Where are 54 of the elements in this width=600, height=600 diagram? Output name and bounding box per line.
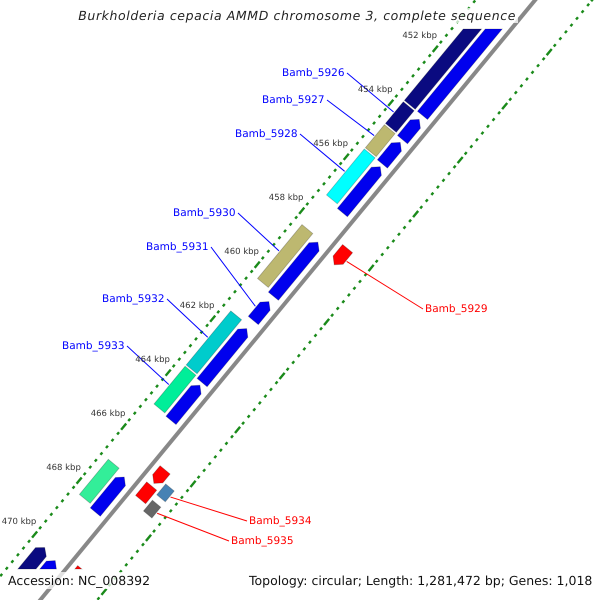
scale-label: 468 kbp	[46, 462, 81, 473]
leader-line	[210, 246, 256, 307]
gene-feature	[268, 242, 320, 301]
gene-bar	[153, 366, 196, 414]
gene-label: Bamb_5927	[262, 94, 325, 106]
leader-line	[156, 512, 230, 542]
scale-label: 456 kbp	[313, 139, 348, 150]
gene-feature	[17, 547, 47, 570]
gene-label: Bamb_5933	[62, 340, 125, 352]
leader-line	[170, 496, 248, 522]
gene-feature	[336, 166, 382, 218]
leader-line	[300, 134, 346, 172]
gene-feature	[39, 560, 57, 570]
gene-bar	[384, 101, 415, 133]
gene-feature	[416, 28, 504, 120]
scale-label: 462 kbp	[180, 300, 214, 311]
gene-label: Bamb_5928	[235, 128, 298, 140]
gene-label: Bamb_5929	[425, 303, 488, 315]
gene-feature	[165, 384, 202, 426]
scale-label: 466 kbp	[90, 408, 126, 419]
gene-bar	[364, 124, 396, 158]
gene-label: Bamb_5932	[102, 293, 165, 305]
gene-bar	[186, 310, 242, 374]
gene-bar	[142, 500, 162, 519]
scale-label: 458 kbp	[268, 193, 304, 204]
leader-line	[126, 346, 170, 385]
leader-line	[326, 100, 375, 136]
gene-bar	[78, 458, 120, 504]
gene-feature	[196, 328, 248, 388]
scale-label: 470 kbp	[2, 516, 36, 527]
gene-feature	[376, 142, 402, 169]
gene-label: Bamb_5930	[173, 207, 236, 219]
gene-bar	[326, 148, 376, 204]
gene-bar	[256, 224, 314, 288]
leader-line	[166, 298, 208, 338]
leader-line	[346, 72, 394, 112]
gene-bar	[156, 483, 175, 502]
gene-label: Bamb_5934	[249, 515, 312, 527]
gene-label: Bamb_5926	[282, 67, 345, 79]
gene-feature	[90, 476, 126, 517]
gene-feature	[74, 565, 83, 570]
leader-line	[238, 212, 280, 252]
leader-line	[346, 260, 424, 310]
scale-label: 460 kbp	[224, 247, 259, 257]
title: Burkholderia cepacia AMMD chromosome 3, complete sequence	[76, 8, 518, 23]
gene-label: Bamb_5931	[146, 241, 209, 253]
gene-bar	[135, 481, 158, 504]
gene-feature	[332, 244, 354, 266]
gene-label: Bamb_5935	[231, 535, 294, 547]
gene-feature	[152, 465, 171, 484]
scale-label: 452 kbp	[402, 31, 437, 42]
gene-feature	[396, 118, 421, 144]
gene-bar	[404, 28, 482, 110]
gene-feature	[248, 301, 271, 326]
